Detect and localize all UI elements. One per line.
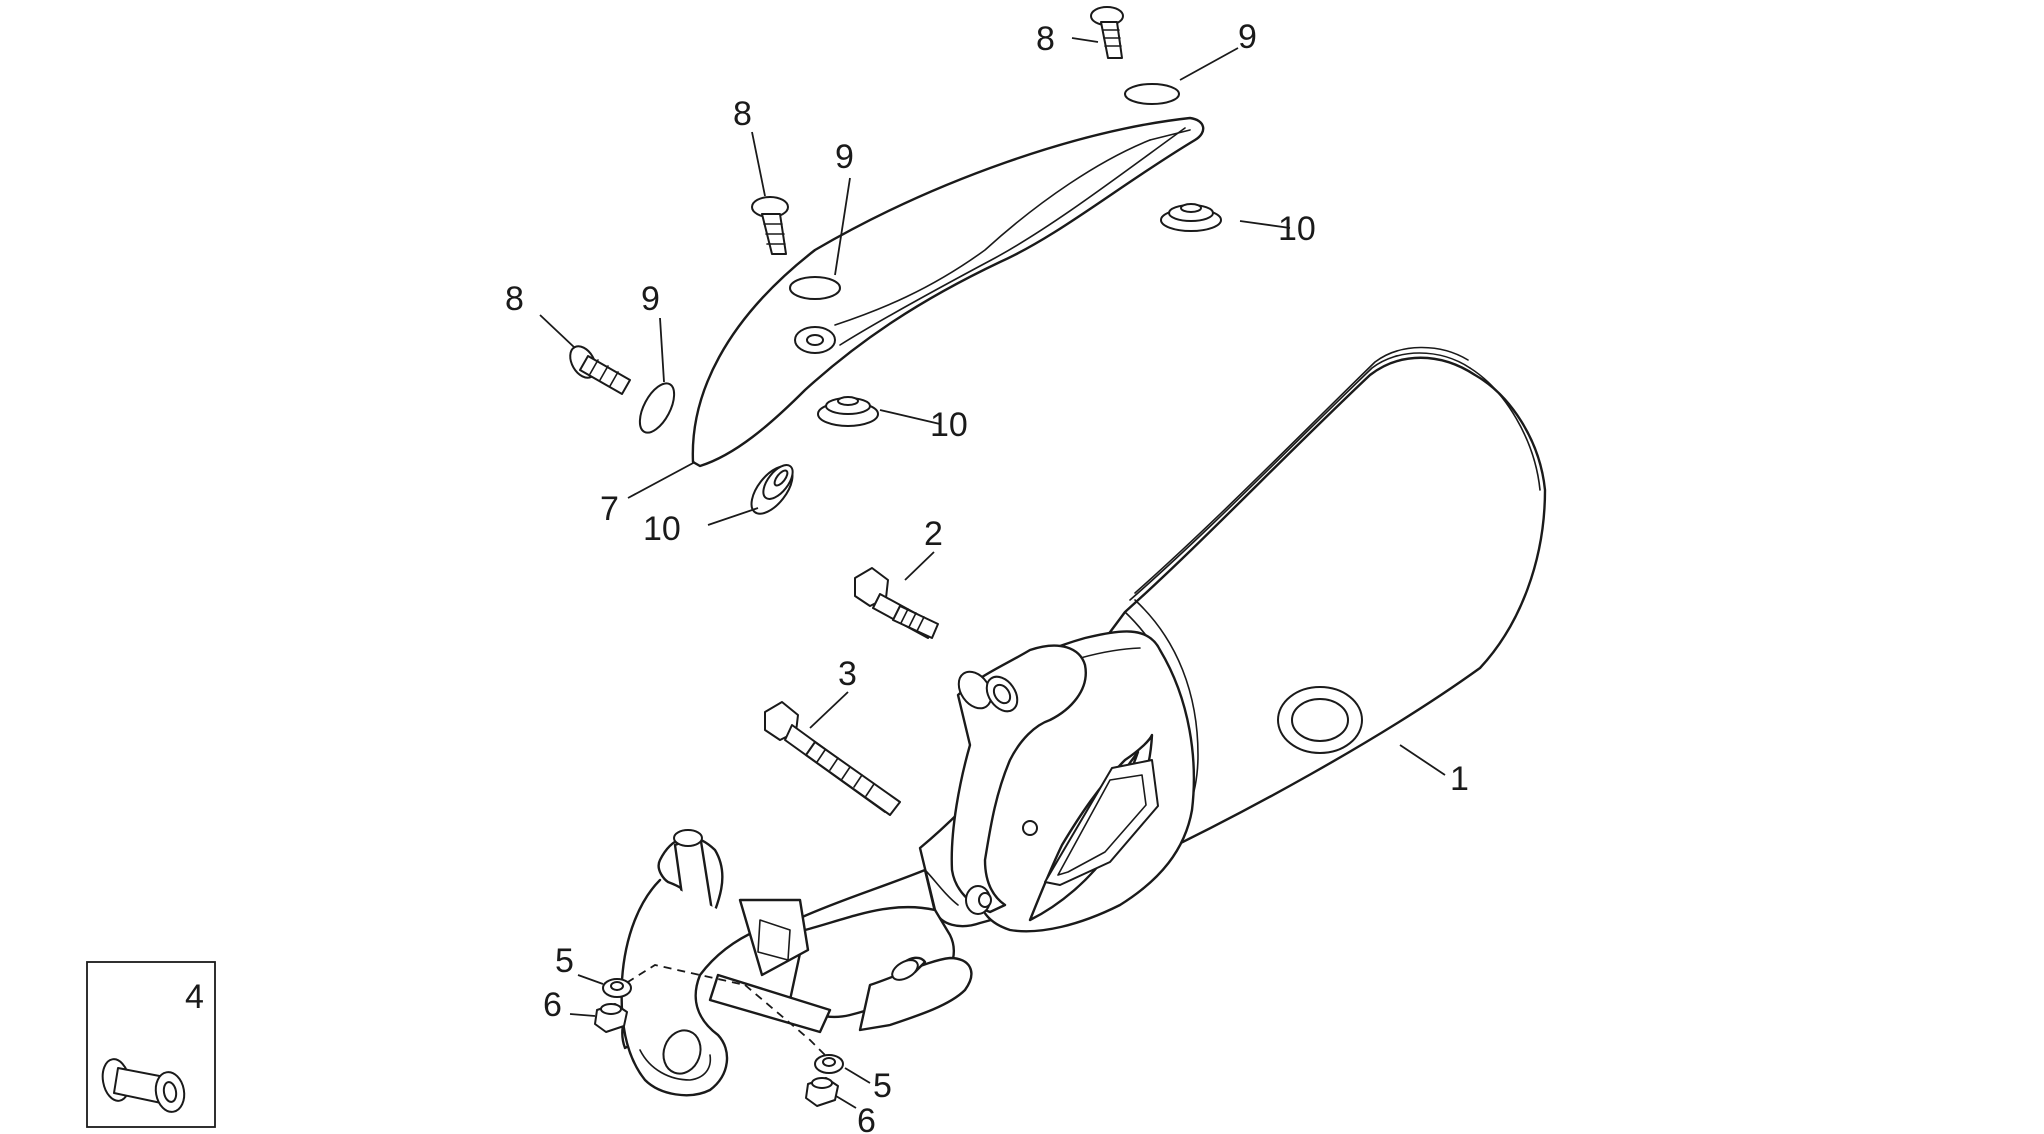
kit-box — [86, 961, 216, 1128]
grommet-right — [1160, 203, 1222, 232]
leader-lines — [539, 37, 1446, 1109]
callout-9-left: 9 — [641, 280, 660, 318]
washer-left-5 — [602, 978, 632, 998]
grommet-bottom — [750, 464, 794, 515]
screw-top — [1090, 6, 1124, 59]
callout-10-middle: 10 — [930, 406, 968, 444]
bolt-long — [764, 701, 901, 816]
callout-10-right: 10 — [1278, 210, 1316, 248]
washer-right-5 — [814, 1054, 844, 1074]
callout-1: 1 — [1450, 760, 1469, 798]
callout-8-top: 8 — [1036, 20, 1055, 58]
frame-bracket — [924, 644, 1087, 915]
callout-6-left: 6 — [543, 986, 562, 1024]
callout-5-left: 5 — [555, 942, 574, 980]
nut-right-6 — [805, 1077, 839, 1107]
washer-left-9 — [638, 382, 676, 434]
callout-2: 2 — [924, 515, 943, 553]
callout-7: 7 — [600, 490, 619, 528]
callout-3: 3 — [838, 655, 857, 693]
callout-8-left: 8 — [505, 280, 524, 318]
heat-shield — [691, 116, 1205, 468]
callout-9-top: 9 — [1238, 18, 1257, 56]
callout-10-bottom: 10 — [643, 510, 681, 548]
exhaust-pipe — [614, 829, 973, 1097]
callout-9-middle: 9 — [835, 138, 854, 176]
callout-5-right: 5 — [873, 1067, 892, 1105]
nut-left-6 — [594, 1003, 628, 1033]
grommet-middle — [817, 396, 879, 427]
screw-middle — [751, 196, 789, 255]
callout-4: 4 — [185, 978, 204, 1016]
bolt-short — [854, 567, 939, 639]
callout-8-middle: 8 — [733, 95, 752, 133]
callout-6-right: 6 — [857, 1102, 876, 1134]
callout-numbers: 1 2 3 4 5 5 6 6 7 8 8 8 9 9 9 10 10 10 — [185, 18, 1469, 1134]
screw-left — [569, 345, 631, 395]
washer-top — [1124, 83, 1180, 105]
